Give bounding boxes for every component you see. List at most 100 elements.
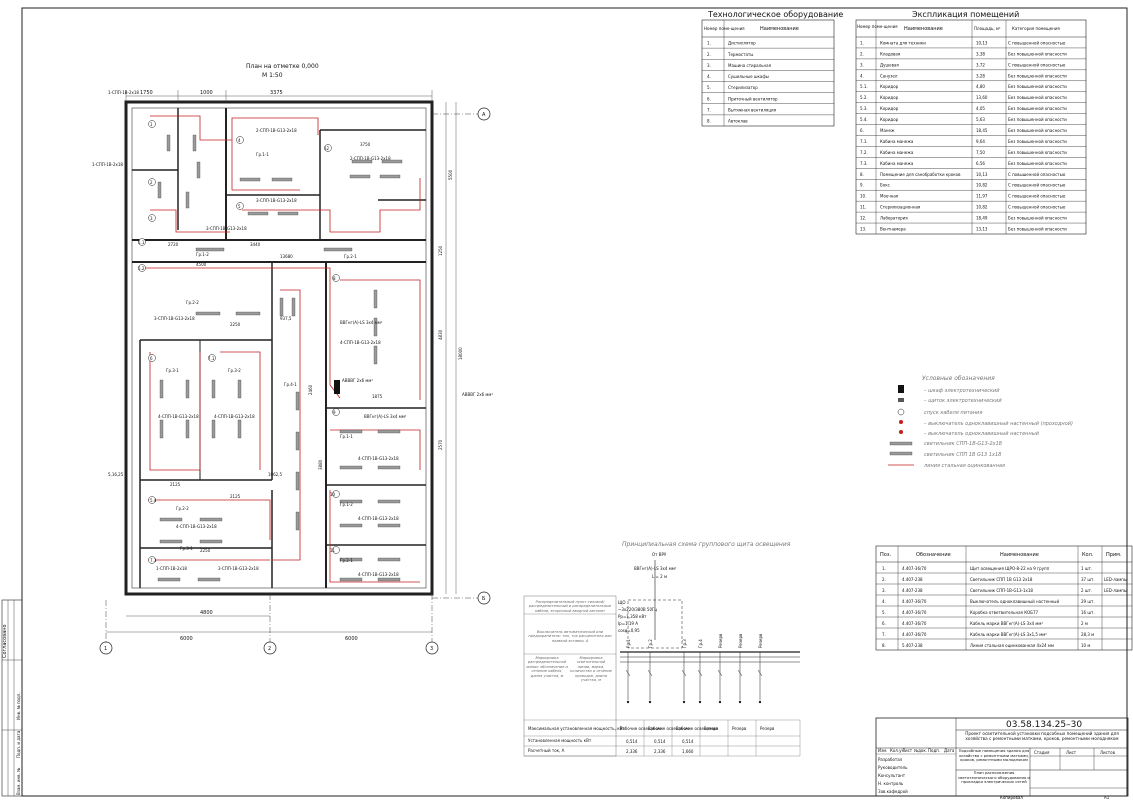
feeder-group-label: Гр.2 [648,639,653,648]
room-row-area: 3,28 [976,73,985,78]
room-row-category: Без повышенной опасности [1008,106,1067,111]
legend-item: – шкаф электротехнический [924,388,1000,394]
room-row-num: 10. [860,194,866,199]
room-row-category: Без повышенной опасности [1008,117,1067,122]
room-row-num: 5.3. [860,106,868,111]
title-header-cell: №док. [914,748,927,753]
feeder-end [626,700,630,704]
spec-table: Поз. Обозначение Наименование Кол. Прим.… [875,545,1133,651]
title-role: Руководитель [878,765,908,770]
room-row-num: 4. [860,73,864,78]
side-cell-2: Подп. и дата [16,730,21,758]
equipment-row-num: 6. [707,96,711,101]
room-row-area: 5,63 [976,117,985,122]
spec-qty: 28,3 м [1081,632,1094,637]
legend-item: – выключатель одноклавишный настенный [924,431,1040,437]
svg-text:5.4: 5.4 [150,498,157,503]
spec-designation: 4.407-238 [902,588,923,593]
room-row-num: 1. [860,40,864,45]
room-row-num: 2. [860,51,864,56]
plan-scale: М 1:50 [262,72,283,79]
room-row-num: 13. [860,227,866,232]
equipment-row-name: Стерилизатор [728,85,758,90]
spec-pos: 4. [882,599,886,604]
spec-name: Выключатель одноклавишный настенный [970,599,1059,604]
room-row-name: Кладовая [880,51,901,56]
svg-text:ВВГнг(А)-LS 3х4 мм²: ВВГнг(А)-LS 3х4 мм² [634,566,677,571]
axis-3: 3 [430,646,433,652]
spec-name: Светильник СПП 1В G13 2х18 [970,577,1033,582]
svg-text:1: 1 [150,122,153,127]
svg-text:7.3: 7.3 [150,558,157,563]
spec-qty: 16 шт. [1081,610,1095,615]
dim-right-4: 4830 [438,329,443,340]
schematic-current-value: 1,660 [682,749,694,754]
room-row-category: Без повышенной опасности [1008,161,1067,166]
equipment-title: Технологическое оборудование [707,10,843,19]
room-row-num: 5.1. [860,84,868,89]
equipment-row-num: 2. [707,52,711,57]
svg-text:АВВВГ 2х6 мм²: АВВВГ 2х6 мм² [462,392,493,397]
floor-plan: План на отметке 0,000 М 1:50 [92,63,493,655]
feeder-group-label: Резерв [738,633,743,648]
room-row-area: 10,82 [976,183,988,188]
room-row-name: Коридор [880,106,899,111]
spec-pos: 1. [882,566,886,571]
schematic-col-header: Резерв [704,726,719,731]
schematic-col-header: Рабочие освещение [620,726,662,731]
svg-text:3-СПП-1В-G13-2х18: 3-СПП-1В-G13-2х18 [206,226,247,231]
schematic-row-label: Маркировка осветительной линии, марка, к… [570,656,612,683]
axis-A: А [482,112,486,118]
svg-text:Гр.3-1: Гр.3-1 [180,546,193,551]
equipment-row-num: 3. [707,63,711,68]
legend-item: светильник СПП-1В-G13-2х18 [924,441,1002,447]
svg-text:5.2: 5.2 [138,266,145,271]
plan-title: План на отметке 0,000 [246,63,319,70]
svg-text:8: 8 [333,276,336,281]
svg-text:Наименование: Наименование [1000,552,1039,558]
svg-text:4-СПП-1В-G13-2х18: 4-СПП-1В-G13-2х18 [214,414,255,419]
dim-inner-14: 3750 [360,142,371,147]
spec-qty: 1 шт. [1081,566,1092,571]
dim-inner-3: 13680 [280,254,293,259]
room-row-area: 4,05 [976,106,985,111]
legend-item: спуск кабеля питания [924,410,982,416]
room-row-area: 9,64 [976,139,985,144]
room-row-num: 8. [860,172,864,177]
spec-name: Коробка ответвительная КОБ77 [970,610,1038,615]
svg-text:Номер поме-щения: Номер поме-щения [857,24,898,29]
equipment-row-name: Дистиллятор [728,41,756,46]
spec-name: Линия стальная оцинкованная 4х24 мм [970,643,1054,648]
room-row-num: 7.3. [860,161,868,166]
axis-2: 2 [268,646,271,652]
svg-text:Гр.1-2: Гр.1-2 [196,252,209,257]
dim-top-3: 3375 [270,90,283,96]
title-stage-header: Стадия [1034,750,1050,755]
room-row-area: 10,82 [976,205,988,210]
room-row-category: Без повышенной опасности [1008,227,1067,232]
rooms-title: Экспликация помещений [912,10,1019,19]
equipment-table: Технологическое оборудование Номер поме-… [701,10,843,127]
cable-labels: 1-СПП-1В-2х18 1-СПП-1В-2х18 2-СПП-1В-G13… [92,90,493,577]
feeder-end [648,700,652,704]
room-row-category: С повышенной опасностью [1008,183,1066,188]
schematic-current-value: 2,336 [626,749,638,754]
room-row-num: 9. [860,183,864,188]
room-row-area: 10,13 [976,40,988,45]
room-row-num: 12. [860,216,866,221]
dim-inner-11: 3880 [318,459,323,470]
sheet-desc-2: План расположения светотехнического обор… [958,771,1030,785]
schematic-current-value: 2,336 [654,749,666,754]
spec-pos: 7. [882,632,886,637]
feeder-group-label: Резерв [758,633,763,648]
switch-labels: Гр.1-1 Гр.1-2 Гр.2-1 Гр.2-2 Гр.3-1 Гр.3-… [166,152,357,563]
dim-inner-10: 2460 [308,384,313,395]
side-mark: 5,16,25 [108,472,124,477]
svg-text:4-СПП-1В-G13-2х18: 4-СПП-1В-G13-2х18 [340,340,381,345]
legend-item: светильник СПП 1В G13 1х18 [924,452,1001,458]
spec-pos: 6. [882,621,886,626]
dim-inner-4: 4500 [196,262,207,267]
spec-name: Кабель марки ВВГнг(А)-LS 3х4 мм² [970,621,1043,626]
svg-text:10: 10 [330,492,336,497]
